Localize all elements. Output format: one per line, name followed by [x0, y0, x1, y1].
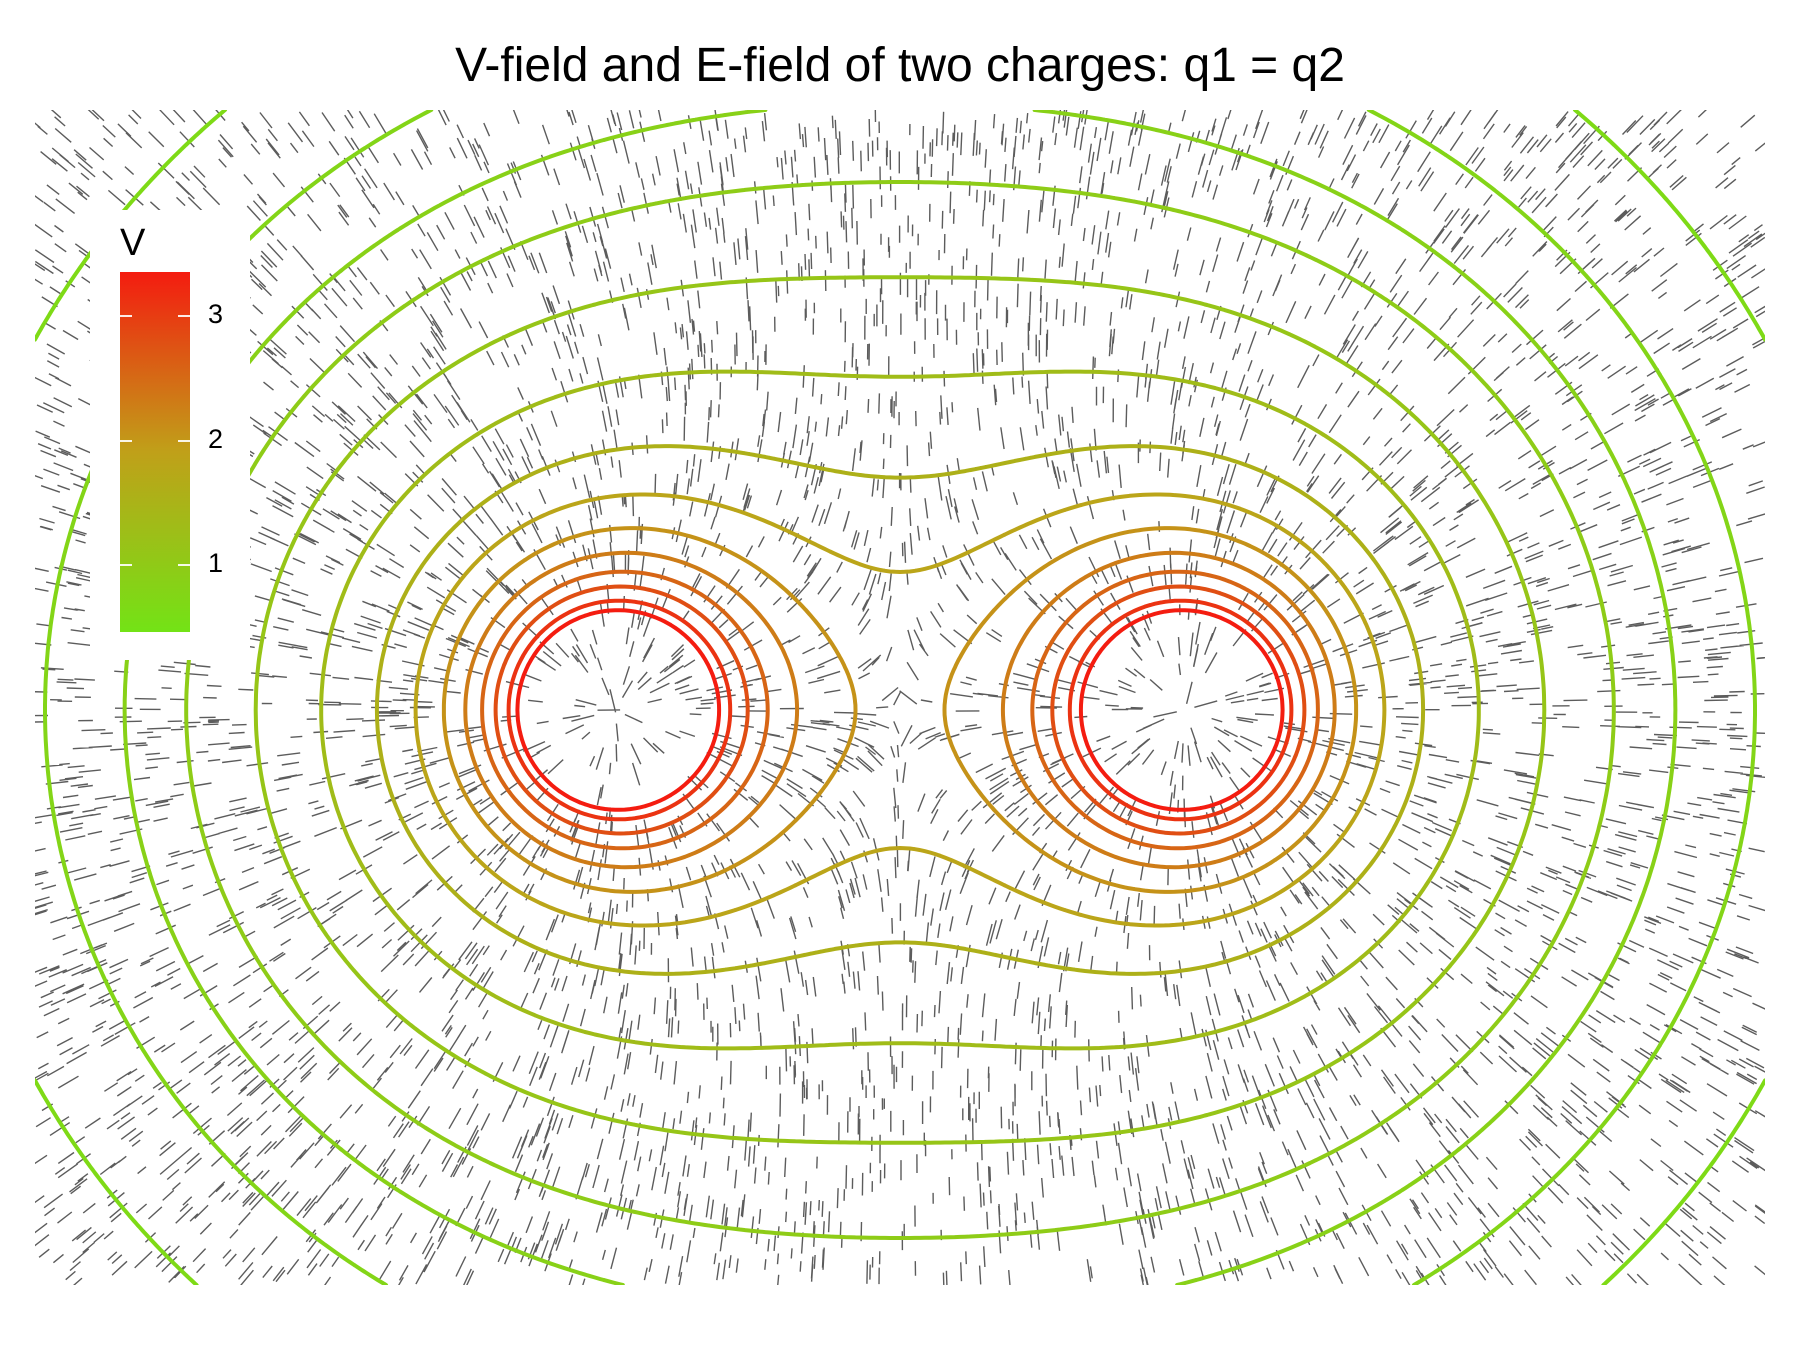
- legend-tick-label: 3: [208, 299, 224, 330]
- contour-line: [413, 492, 1387, 928]
- chart-title: V-field and E-field of two charges: q1 =…: [455, 39, 1345, 92]
- contour-line: [253, 275, 1547, 1145]
- contour-line: [319, 369, 1481, 1051]
- legend-tick-label: 1: [208, 547, 224, 578]
- legend-tick-label: 2: [208, 423, 224, 454]
- contour-line: [374, 444, 1426, 976]
- legend-title: V: [120, 222, 146, 264]
- contour-line: [480, 569, 1320, 851]
- contour-line: [506, 598, 1294, 822]
- contour-line: [515, 608, 1285, 812]
- contour-line: [441, 526, 1359, 894]
- contour-line: [493, 584, 1307, 836]
- legend-color-bar: [120, 272, 190, 632]
- contour-line: [463, 550, 1337, 870]
- color-legend: V 1 2 3: [90, 210, 250, 660]
